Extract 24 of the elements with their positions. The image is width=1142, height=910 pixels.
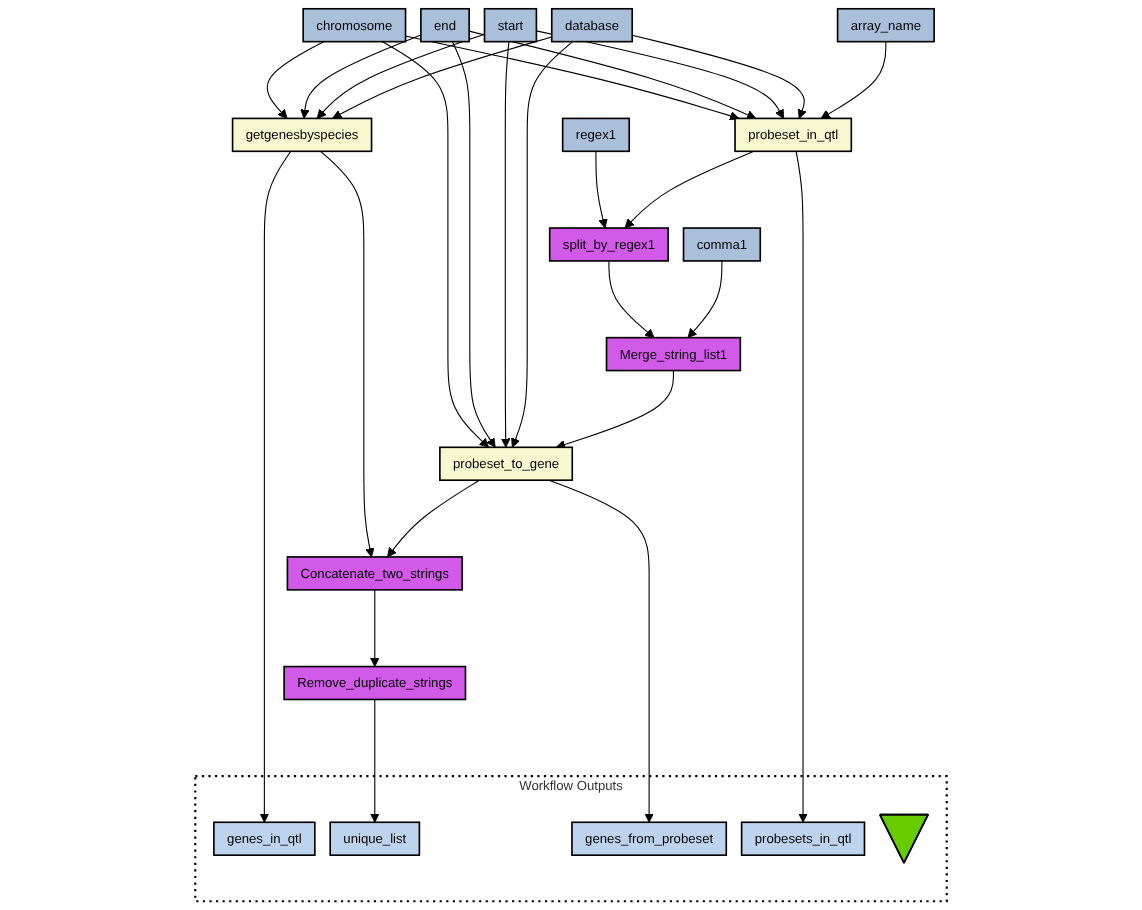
arrow (608, 260, 655, 339)
arrow (381, 41, 490, 448)
arrow (795, 150, 808, 823)
arrow (548, 479, 654, 823)
arrow (369, 698, 380, 823)
arrow (332, 36, 553, 119)
arrow (405, 35, 740, 121)
arrow (500, 41, 511, 448)
arrow (595, 150, 608, 229)
arrow (451, 41, 496, 448)
arrow (687, 260, 723, 339)
arrow (820, 41, 887, 119)
arrow (259, 150, 292, 823)
arrow (511, 41, 574, 448)
arrow (320, 150, 375, 558)
arrow (266, 41, 325, 119)
arrow (387, 479, 480, 558)
arrow (468, 30, 757, 120)
arrow (369, 589, 380, 667)
arrow (631, 34, 807, 119)
arrow (624, 150, 755, 229)
arrow (300, 34, 422, 119)
arrow (316, 33, 486, 119)
arrow (555, 370, 674, 450)
